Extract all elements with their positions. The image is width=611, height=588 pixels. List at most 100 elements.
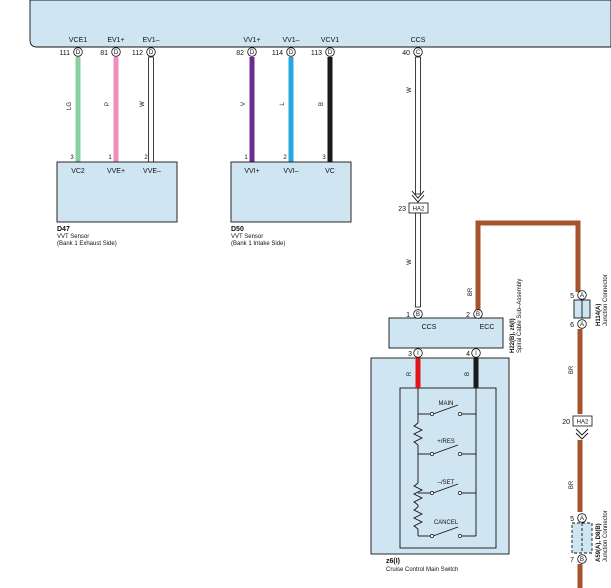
d47-sub: (Bank 1 Exhaust Side)	[57, 241, 117, 247]
ecm-pin-name-vcv1: VCV1	[321, 37, 339, 44]
jc2-pin-num-bot: 7	[570, 557, 574, 564]
wire-b-switch	[473, 358, 479, 388]
wire-code-v: V	[241, 102, 247, 106]
switch-node	[458, 534, 462, 538]
ecm-pin-name-vv1p: VV1+	[243, 37, 260, 44]
d50-code: D50	[231, 226, 244, 233]
ecm-pin-name-vv1m: VV1–	[282, 37, 299, 44]
connector-circle	[286, 47, 296, 57]
connector-circle	[247, 47, 257, 57]
wire-code-lg: LG	[67, 102, 73, 110]
ecm-pin-num-113: 113	[311, 50, 322, 57]
jc1-code: H114(A)	[596, 304, 602, 326]
wire-ccs-w-upper	[415, 56, 421, 195]
connector-circle	[413, 309, 423, 319]
d47-code: D47	[57, 226, 70, 233]
jc2-code: A59(A), D8(B)	[596, 523, 602, 562]
d50-pin-label-vvim: VVI–	[283, 168, 298, 175]
wire-code-r: R	[407, 371, 413, 376]
wire-code-b: B	[319, 102, 325, 106]
connector-letter: A	[580, 322, 584, 328]
wire-code-ccs-lower: W	[407, 259, 413, 265]
wire-r	[415, 358, 421, 388]
connector-circle	[413, 47, 423, 57]
d47-name: VVT Sensor	[57, 234, 89, 240]
wire-br-mid	[577, 329, 583, 414]
connector-letter: D	[114, 50, 119, 56]
connector-letter: B	[416, 312, 420, 318]
connector-circle	[413, 348, 423, 358]
ha2-a-label: HA2	[413, 207, 425, 213]
ecm-pin-name-vce1: VCE1	[69, 37, 87, 44]
d50-pin-label-vc: VC	[325, 168, 335, 175]
jc1-name: Junction Connector	[603, 274, 609, 326]
ecm-pin-num-114: 114	[272, 50, 283, 57]
ha2-a-num: 23	[398, 206, 406, 213]
connector-circle	[473, 309, 483, 319]
connector-circle	[577, 513, 587, 523]
ha2-b-label: HA2	[577, 420, 589, 426]
switch-node	[430, 452, 434, 456]
wire-v	[249, 57, 255, 163]
resistor-3	[412, 506, 424, 530]
d50-pin-num-1: 1	[244, 155, 248, 161]
connector-circle	[146, 47, 156, 57]
ecm-pin-name-ev1p: EV1+	[107, 37, 124, 44]
switch-node	[458, 491, 462, 495]
switch-node	[430, 412, 434, 416]
d47-pin-num-2: 2	[144, 155, 148, 161]
connector-letter: C	[416, 50, 421, 56]
jc1-pin-num-top: 5	[570, 293, 574, 300]
switch-node	[430, 534, 434, 538]
switch-node	[458, 452, 462, 456]
switch-res-contact	[432, 444, 459, 455]
cruise-switch-inner	[399, 387, 497, 549]
d50-name: VVT Sensor	[231, 234, 263, 240]
wire-code-br-mid: BR	[569, 365, 575, 374]
spiral-label-ecc: ECC	[480, 324, 495, 331]
connector-letter: D	[76, 50, 81, 56]
switch-main-contact	[432, 404, 459, 415]
d47-pin-label-vc2: VC2	[71, 168, 85, 175]
wire-code-b-switch: B	[465, 372, 471, 376]
connector-letter: B	[580, 557, 584, 563]
switch-label-set: –/SET	[438, 480, 455, 486]
chevron-down-icon	[411, 190, 425, 199]
wire-br-ecc	[475, 220, 581, 310]
ecm-pin-name-ev1m: EV1–	[142, 37, 159, 44]
connector-letter: D	[328, 50, 333, 56]
ecm-pin-num-111: 111	[59, 50, 70, 57]
wire-br-bottom	[577, 564, 583, 588]
wire-code-br-low: BR	[569, 480, 575, 489]
spiral-cable-code: H22(B), z6(I)	[510, 318, 516, 353]
d47-box	[56, 161, 178, 223]
switch-label-main: MAIN	[439, 401, 454, 407]
wire-code-l: L	[280, 102, 286, 106]
d50-pin-num-2: 2	[283, 155, 287, 161]
d47-pin-num-3: 3	[70, 155, 74, 161]
jc2-pin-num-top: 5	[570, 516, 574, 523]
connector-letter: D	[250, 50, 255, 56]
d47-pin-num-1: 1	[108, 155, 112, 161]
wire-code-p: P	[105, 102, 111, 106]
switch-cancel-contact	[432, 526, 459, 537]
d50-pin-num-3: 3	[322, 155, 326, 161]
wire-b	[327, 57, 333, 163]
connector-circle	[325, 47, 335, 57]
wire-code-w: W	[140, 101, 146, 107]
wire-br-low	[577, 440, 583, 512]
ha2-b-box	[572, 415, 593, 427]
switch-label-cancel: CANCEL	[434, 520, 459, 526]
switch-set-contact	[432, 483, 459, 494]
chevron-down-icon	[411, 194, 425, 203]
d47-pin-label-vvem: VVE–	[143, 168, 161, 175]
ecm-pin-num-112: 112	[132, 50, 143, 57]
switch-node	[430, 491, 434, 495]
connector-letter: A	[580, 293, 584, 299]
d50-sub: (Bank 1 Intake Side)	[231, 241, 285, 247]
jc1-pin-num-bot: 6	[570, 322, 574, 329]
cruise-switch-code: z6(I)	[386, 558, 400, 565]
connector-circle	[577, 554, 587, 564]
ecm-box	[29, 0, 611, 48]
